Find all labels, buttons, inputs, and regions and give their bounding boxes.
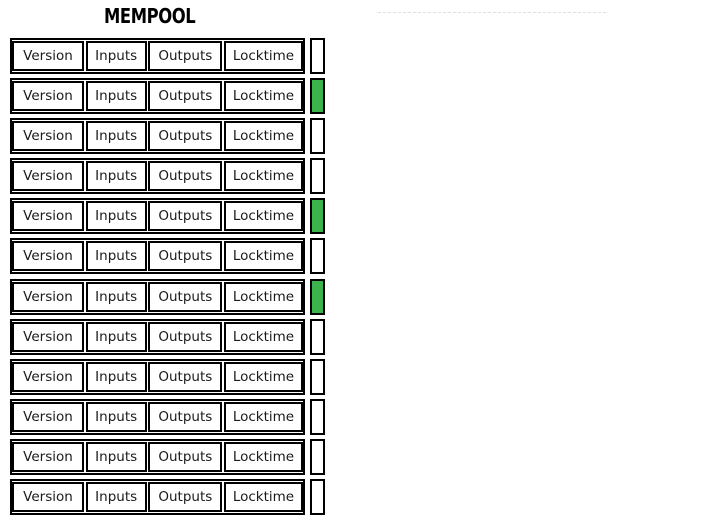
status-indicator: [310, 238, 325, 275]
transaction-row: Version Inputs Outputs Locktime: [10, 318, 325, 355]
version-cell: Version: [12, 281, 84, 312]
outputs-cell: Outputs: [148, 281, 223, 312]
version-cell: Version: [12, 81, 84, 112]
inputs-cell: Inputs: [85, 441, 147, 472]
inputs-cell: Inputs: [85, 281, 147, 312]
version-cell: Version: [12, 441, 84, 472]
locktime-cell: Locktime: [223, 201, 303, 232]
status-indicator: [310, 278, 325, 315]
transaction-row: Version Inputs Outputs Locktime: [10, 38, 325, 74]
inputs-cell: Inputs: [85, 241, 147, 272]
version-cell: Version: [12, 401, 84, 432]
outputs-cell: Outputs: [148, 361, 223, 392]
outputs-cell: Outputs: [148, 401, 223, 432]
inputs-cell: Inputs: [85, 161, 147, 192]
transaction-box: Version Inputs Outputs Locktime: [10, 479, 305, 516]
outputs-cell: Outputs: [148, 482, 223, 513]
version-cell: Version: [12, 361, 84, 392]
transaction-box: Version Inputs Outputs Locktime: [10, 78, 305, 115]
locktime-cell: Locktime: [223, 241, 303, 272]
status-indicator: [310, 479, 325, 516]
transaction-row: Version Inputs Outputs Locktime: [10, 118, 325, 155]
version-cell: Version: [12, 121, 84, 152]
mempool-title: MEMPOOL: [104, 4, 196, 28]
transaction-box: Version Inputs Outputs Locktime: [10, 278, 305, 315]
outputs-cell: Outputs: [148, 41, 223, 71]
inputs-cell: Inputs: [85, 81, 147, 112]
transaction-row: Version Inputs Outputs Locktime: [10, 158, 325, 195]
inputs-cell: Inputs: [85, 361, 147, 392]
transaction-box: Version Inputs Outputs Locktime: [10, 238, 305, 275]
inputs-cell: Inputs: [85, 201, 147, 232]
block-boundary-dashed-line: [378, 12, 606, 13]
locktime-cell: Locktime: [223, 121, 303, 152]
outputs-cell: Outputs: [148, 161, 223, 192]
locktime-cell: Locktime: [223, 281, 303, 312]
transaction-row: Version Inputs Outputs Locktime: [10, 358, 325, 395]
inputs-cell: Inputs: [85, 401, 147, 432]
locktime-cell: Locktime: [223, 41, 303, 71]
status-indicator: [310, 358, 325, 395]
transaction-box: Version Inputs Outputs Locktime: [10, 438, 305, 475]
status-indicator: [310, 158, 325, 195]
status-indicator: [310, 38, 325, 74]
status-indicator: [310, 78, 325, 115]
transaction-list: Version Inputs Outputs Locktime Version …: [10, 38, 325, 519]
locktime-cell: Locktime: [223, 161, 303, 192]
version-cell: Version: [12, 482, 84, 513]
version-cell: Version: [12, 41, 84, 71]
version-cell: Version: [12, 161, 84, 192]
transaction-row: Version Inputs Outputs Locktime: [10, 438, 325, 475]
locktime-cell: Locktime: [223, 401, 303, 432]
inputs-cell: Inputs: [85, 482, 147, 513]
transaction-box: Version Inputs Outputs Locktime: [10, 38, 305, 74]
transaction-row: Version Inputs Outputs Locktime: [10, 198, 325, 235]
version-cell: Version: [12, 201, 84, 232]
version-cell: Version: [12, 241, 84, 272]
locktime-cell: Locktime: [223, 81, 303, 112]
outputs-cell: Outputs: [148, 321, 223, 352]
transaction-box: Version Inputs Outputs Locktime: [10, 318, 305, 355]
outputs-cell: Outputs: [148, 201, 223, 232]
status-indicator: [310, 438, 325, 475]
outputs-cell: Outputs: [148, 121, 223, 152]
status-indicator: [310, 318, 325, 355]
inputs-cell: Inputs: [85, 121, 147, 152]
locktime-cell: Locktime: [223, 482, 303, 513]
inputs-cell: Inputs: [85, 321, 147, 352]
locktime-cell: Locktime: [223, 321, 303, 352]
transaction-row: Version Inputs Outputs Locktime: [10, 398, 325, 435]
version-cell: Version: [12, 321, 84, 352]
status-indicator: [310, 398, 325, 435]
locktime-cell: Locktime: [223, 361, 303, 392]
locktime-cell: Locktime: [223, 441, 303, 472]
status-indicator: [310, 198, 325, 235]
outputs-cell: Outputs: [148, 441, 223, 472]
transaction-box: Version Inputs Outputs Locktime: [10, 198, 305, 235]
outputs-cell: Outputs: [148, 81, 223, 112]
outputs-cell: Outputs: [148, 241, 223, 272]
inputs-cell: Inputs: [85, 41, 147, 71]
transaction-box: Version Inputs Outputs Locktime: [10, 158, 305, 195]
status-indicator: [310, 118, 325, 155]
transaction-box: Version Inputs Outputs Locktime: [10, 118, 305, 155]
transaction-row: Version Inputs Outputs Locktime: [10, 238, 325, 275]
transaction-row: Version Inputs Outputs Locktime: [10, 78, 325, 115]
transaction-row: Version Inputs Outputs Locktime: [10, 278, 325, 315]
transaction-box: Version Inputs Outputs Locktime: [10, 358, 305, 395]
transaction-box: Version Inputs Outputs Locktime: [10, 398, 305, 435]
transaction-row: Version Inputs Outputs Locktime: [10, 479, 325, 516]
